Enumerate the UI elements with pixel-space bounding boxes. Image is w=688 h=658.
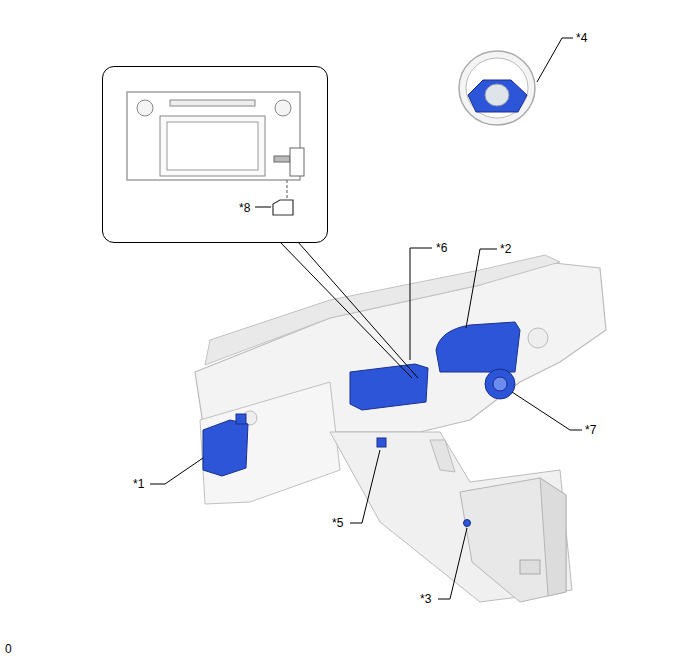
inset-frame: *8 (102, 66, 328, 243)
radio-faceplate (127, 92, 304, 215)
leader-lines (150, 38, 582, 599)
callout-number: *5 (332, 516, 343, 530)
dashboard (195, 255, 606, 602)
callout-number: *1 (133, 477, 144, 491)
callout-number: *4 (576, 31, 587, 45)
steering-wheel (459, 51, 535, 125)
callout-number: *6 (436, 241, 447, 255)
callout-number: *7 (585, 423, 596, 437)
callout-number: *2 (500, 242, 511, 256)
callout-number: *3 (420, 592, 431, 606)
page-marker: 0 (5, 642, 12, 656)
callout-number: *8 (239, 201, 250, 215)
highlighted-parts (203, 322, 520, 527)
